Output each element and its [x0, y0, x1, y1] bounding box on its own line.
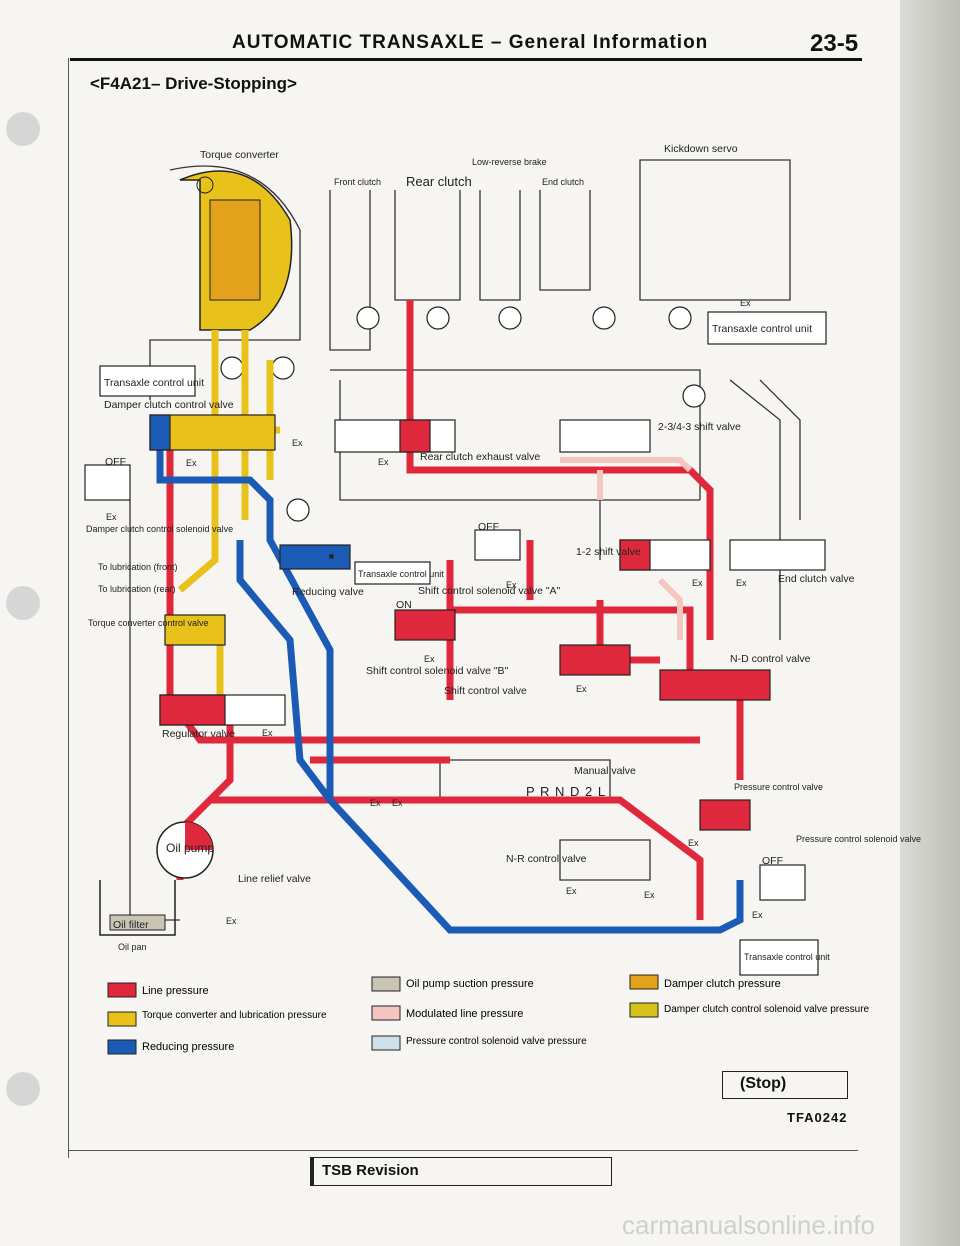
legend-line-pressure: Line pressure: [142, 985, 209, 997]
label-ex: Ex: [644, 890, 655, 900]
label-ex: Ex: [424, 654, 435, 664]
label-oil-pump: Oil pump: [166, 841, 214, 855]
control-unit-boxes: [99, 311, 827, 976]
label-ex: Ex: [370, 798, 381, 808]
label-end-clutch-valve: End clutch valve: [778, 573, 855, 585]
label-ex: Ex: [688, 838, 699, 848]
label-ex: Ex: [506, 580, 517, 590]
label-ex: Ex: [752, 910, 763, 920]
label-reducing-valve: Reducing valve: [292, 586, 364, 598]
label-manual-valve: Manual valve: [574, 765, 636, 777]
label-oil-filter: Oil filter: [113, 919, 149, 931]
label-ex: Ex: [576, 684, 587, 694]
housing-lines: [129, 159, 801, 921]
label-pressure-control-solenoid-valve: Pressure control solenoid valve: [796, 834, 921, 844]
label-ex: Ex: [736, 578, 747, 588]
label-shift-positions: P R N D 2 L: [526, 784, 606, 799]
label-front-clutch: Front clutch: [334, 177, 381, 187]
binder-hole: [6, 586, 40, 620]
label-rear-clutch: Rear clutch: [406, 174, 472, 189]
page-edge-strip: [900, 0, 960, 1246]
legend-oil-pump-suction: Oil pump suction pressure: [406, 978, 534, 990]
label-line-relief-valve: Line relief valve: [238, 873, 311, 885]
reducing-pressure-lines: [156, 430, 744, 934]
label-on: ON: [396, 599, 412, 611]
legend-swatches: [107, 974, 659, 1055]
label-end-clutch: End clutch: [542, 177, 584, 187]
legend-pressure-control-solenoid: Pressure control solenoid valve pressure: [406, 1036, 587, 1047]
page-number: 23-5: [810, 30, 859, 57]
label-off: OFF: [762, 855, 783, 867]
label-ex: Ex: [740, 298, 751, 308]
footer-rule: [68, 1150, 858, 1151]
label-shift-control-valve: Shift control valve: [444, 685, 527, 697]
label-ex: Ex: [566, 886, 577, 896]
label-regulator-valve: Regulator valve: [162, 728, 235, 740]
label-ex: Ex: [292, 438, 303, 448]
label-n-d-control-valve: N-D control valve: [730, 653, 811, 665]
stop-label: (Stop): [740, 1075, 787, 1092]
page-header-title: AUTOMATIC TRANSAXLE – General Informatio…: [232, 32, 709, 53]
label-to-lubrication-rear: To lubrication (rear): [98, 584, 176, 594]
modulated-pressure-lines: [560, 457, 693, 640]
figure-code: TFA0242: [787, 1110, 848, 1125]
oil-pump: [156, 821, 214, 879]
binder-hole: [6, 112, 40, 146]
label-transaxle-control-unit: Transaxle control unit: [744, 952, 830, 962]
label-off: OFF: [105, 456, 126, 468]
label-shift-control-solenoid-valve-a: Shift control solenoid valve "A": [418, 585, 561, 597]
label-ex: Ex: [262, 728, 273, 738]
torque-converter: [179, 170, 293, 331]
label-ex: Ex: [378, 457, 389, 467]
section-subtitle: <F4A21– Drive-Stopping>: [90, 74, 297, 93]
legend-damper-clutch-pressure: Damper clutch pressure: [664, 978, 781, 990]
label-n-r-control-valve: N-R control valve: [506, 853, 587, 865]
label-transaxle-control-unit: Transaxle control unit: [358, 569, 444, 579]
label-transaxle-control-unit: Transaxle control unit: [712, 323, 812, 335]
valve-bodies: [84, 414, 826, 901]
label-shift-control-solenoid-valve-b: Shift control solenoid valve "B": [366, 665, 509, 677]
margin-line: [68, 58, 69, 1158]
header-rule: [70, 58, 862, 61]
oil-pan: [99, 880, 176, 936]
watermark: carmanualsonline.info: [622, 1210, 875, 1240]
label-damper-clutch-control-valve: Damper clutch control valve: [104, 399, 234, 411]
label-oil-pan: Oil pan: [118, 942, 147, 952]
label-ex: Ex: [226, 916, 237, 926]
legend-damper-clutch-control-solenoid: Damper clutch control solenoid valve pre…: [664, 1004, 870, 1015]
label-ex: Ex: [692, 578, 703, 588]
label-torque-converter-control-valve: Torque converter control valve: [88, 618, 209, 628]
legend-torque-converter-lubrication: Torque converter and lubrication pressur…: [142, 1010, 327, 1021]
label-ex: Ex: [392, 798, 403, 808]
label-1-2-shift-valve: 1-2 shift valve: [576, 546, 641, 558]
label-off: OFF: [478, 521, 499, 533]
legend-modulated-line-pressure: Modulated line pressure: [406, 1008, 523, 1020]
label-damper-clutch-control-solenoid-valve: Damper clutch control solenoid valve: [86, 524, 233, 534]
label-to-lubrication-front: To lubrication (front): [98, 562, 178, 572]
label-kickdown-servo: Kickdown servo: [664, 143, 738, 155]
pressure-gauges: [220, 306, 706, 522]
label-transaxle-control-unit: Transaxle control unit: [104, 377, 204, 389]
label-rear-clutch-exhaust-valve: Rear clutch exhaust valve: [420, 451, 540, 463]
label-low-reverse-brake: Low-reverse brake: [472, 157, 547, 167]
label-2-3-4-3-shift-valve: 2-3/4-3 shift valve: [658, 421, 741, 433]
stop-box: [722, 1071, 848, 1099]
tsb-revision-label: TSB Revision: [322, 1162, 419, 1179]
label-pressure-control-valve: Pressure control valve: [734, 782, 823, 792]
tsb-revision-box: [310, 1157, 612, 1186]
binder-hole: [6, 1072, 40, 1106]
label-ex: Ex: [186, 458, 197, 468]
label-ex: Ex: [106, 512, 117, 522]
label-torque-converter: Torque converter: [200, 149, 279, 161]
legend-reducing-pressure: Reducing pressure: [142, 1041, 234, 1053]
